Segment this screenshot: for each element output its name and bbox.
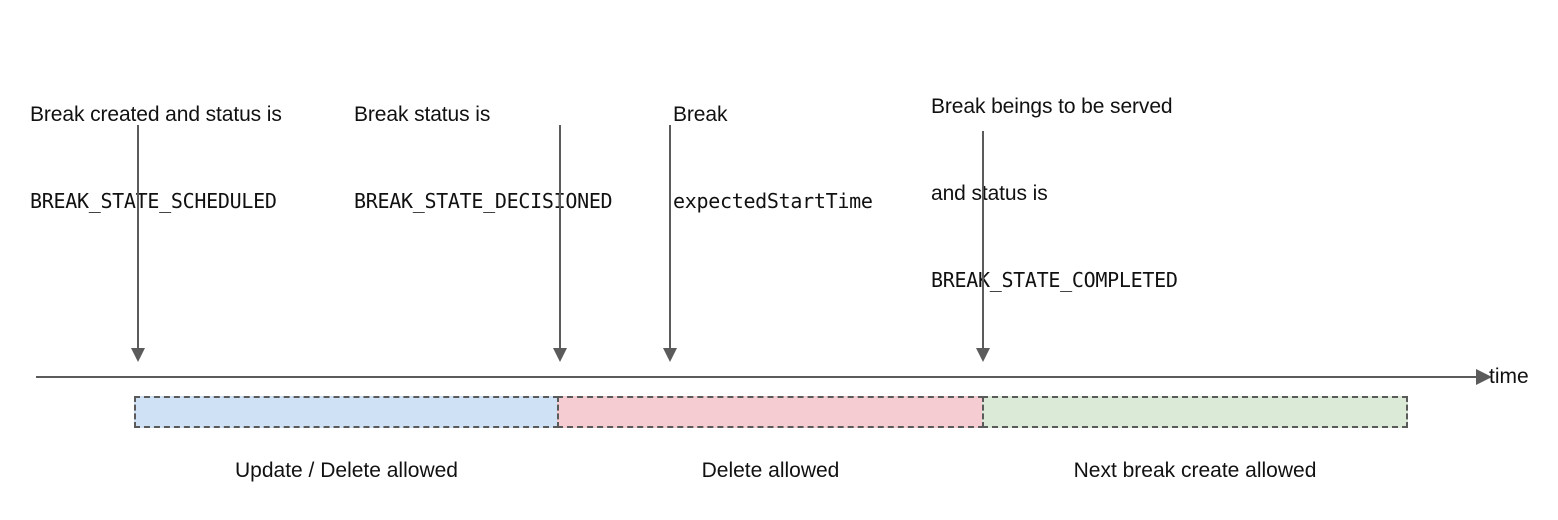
milestone-label-completed: Break beings to be served and status is … bbox=[931, 34, 1178, 353]
phase-caption-completed: Next break create allowed bbox=[1073, 459, 1317, 482]
timeline-axis-label: time bbox=[1489, 365, 1529, 388]
arrow-down-icon-scheduled bbox=[130, 125, 146, 362]
milestone-label-scheduled: Break created and status is BREAK_STATE_… bbox=[30, 42, 282, 274]
milestone-label-line: Break created and status is bbox=[30, 103, 282, 126]
timeline-axis bbox=[36, 376, 1480, 378]
milestone-label-state: BREAK_STATE_DECISIONED bbox=[354, 189, 613, 213]
milestone-label-line: Break bbox=[673, 103, 728, 126]
milestone-label-state: BREAK_STATE_COMPLETED bbox=[931, 268, 1178, 292]
phase-caption-scheduled: Update / Delete allowed bbox=[235, 459, 458, 482]
milestone-label-line: Break status is bbox=[354, 103, 491, 126]
milestone-label-line: Break beings to be served bbox=[931, 95, 1173, 118]
milestone-label-expected-start: Break expectedStartTime bbox=[673, 42, 873, 274]
phase-caption-decisioned: Delete allowed bbox=[701, 459, 840, 482]
milestone-label-state: BREAK_STATE_SCHEDULED bbox=[30, 189, 277, 213]
phase-bar-decisioned bbox=[557, 396, 984, 428]
phase-bar-scheduled bbox=[134, 396, 559, 428]
milestone-label-field: expectedStartTime bbox=[673, 189, 873, 213]
milestone-label-decisioned: Break status is BREAK_STATE_DECISIONED bbox=[354, 42, 613, 274]
arrow-down-icon-expected-start bbox=[662, 125, 678, 362]
arrow-down-icon-completed bbox=[975, 131, 991, 362]
arrow-right-icon bbox=[1476, 369, 1492, 385]
arrow-down-icon-decisioned bbox=[552, 125, 568, 362]
milestone-label-line: and status is bbox=[931, 182, 1048, 205]
phase-bar-completed bbox=[982, 396, 1408, 428]
